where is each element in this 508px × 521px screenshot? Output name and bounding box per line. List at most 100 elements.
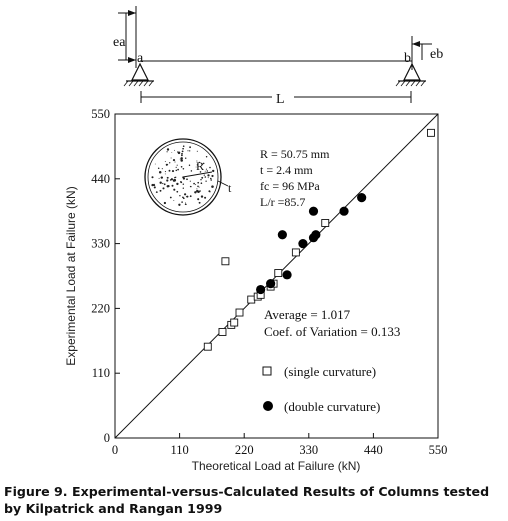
- legend: (single curvature) (double curvature): [262, 364, 380, 414]
- speckle: [171, 170, 175, 173]
- single-curvature-point: [427, 128, 435, 137]
- span-label: L: [276, 92, 285, 107]
- speckle: [212, 169, 215, 173]
- speckle: [158, 171, 162, 174]
- speckle: [194, 191, 197, 194]
- speckle: [167, 163, 169, 165]
- cross-section-inset: R t R = 50.75 mm t = 2.4 mm fc = 96 MPa …: [144, 138, 330, 216]
- speckle: [180, 165, 183, 168]
- speckle: [157, 167, 160, 170]
- speckle: [154, 163, 156, 165]
- speckle: [198, 161, 201, 164]
- support-b-icon: [403, 62, 421, 81]
- speckle: [186, 178, 188, 181]
- single-curvature-point: [230, 318, 239, 327]
- speckle: [166, 148, 170, 151]
- x-tick-label: 330: [299, 443, 318, 457]
- y-tick-label: 440: [91, 172, 110, 186]
- support-a-icon: [131, 62, 149, 81]
- speckle: [159, 181, 162, 184]
- double-curvature-point: [339, 206, 349, 216]
- speckle: [179, 195, 181, 197]
- speckle: [176, 164, 178, 166]
- single-curvature-point: [203, 342, 212, 351]
- speckle: [189, 180, 191, 182]
- speckle: [188, 164, 191, 166]
- speckle: [200, 178, 202, 181]
- double-curvature-point: [277, 230, 287, 240]
- single-curvature-point: [321, 219, 330, 227]
- speckle: [202, 162, 205, 165]
- section-inner-circle: [147, 141, 219, 213]
- speckle: [201, 176, 204, 179]
- speckle: [187, 150, 189, 152]
- legend-double-label: (double curvature): [284, 399, 380, 414]
- speckle: [204, 196, 207, 199]
- speckle: [197, 198, 200, 201]
- speckle: [163, 201, 167, 205]
- speckle: [164, 173, 166, 175]
- y-tick-label: 220: [91, 301, 110, 315]
- beam-schematic: ea a b eb L: [113, 6, 443, 107]
- speckle: [185, 203, 187, 206]
- double-curvature-point: [311, 230, 321, 240]
- thickness-leader: [217, 180, 229, 187]
- section-outer-circle: [144, 138, 222, 216]
- speckle: [173, 188, 176, 191]
- span-label-bg: [272, 88, 294, 106]
- speckle: [189, 146, 191, 149]
- speckle: [169, 196, 172, 199]
- speckle: [211, 174, 214, 178]
- param-radius: R = 50.75 mm: [260, 147, 330, 161]
- speckle: [179, 158, 181, 160]
- speckle: [158, 177, 160, 179]
- eb-arrowhead-top: [412, 41, 420, 47]
- double-curvature-point: [282, 270, 292, 280]
- speckle: [193, 182, 195, 185]
- end-a-label: a: [137, 51, 144, 66]
- stats-block: Average = 1.017 Coef. of Variation = 0.1…: [264, 307, 400, 339]
- double-curvature-point: [266, 279, 276, 289]
- speckle: [203, 174, 205, 176]
- ea-label: ea: [113, 35, 126, 50]
- stat-average: Average = 1.017: [264, 307, 351, 322]
- x-tick-label: 440: [364, 443, 383, 457]
- speckle: [211, 185, 214, 188]
- speckle: [174, 176, 176, 179]
- param-thickness: t = 2.4 mm: [260, 163, 313, 177]
- y-tick-label: 330: [91, 237, 110, 251]
- speckle: [177, 151, 181, 155]
- param-fc: fc = 96 MPa: [260, 179, 320, 193]
- speckle: [151, 183, 154, 187]
- speckle: [196, 164, 198, 166]
- speckle: [206, 170, 208, 172]
- y-tick-label: 550: [91, 107, 110, 121]
- speckle: [176, 182, 179, 186]
- speckle: [173, 178, 177, 182]
- speckle: [171, 152, 173, 153]
- data-marks: [203, 128, 435, 351]
- figure-caption: Figure 9. Experimental-versus-Calculated…: [4, 484, 490, 516]
- single-curvature-point: [235, 308, 244, 317]
- speckle: [201, 163, 204, 165]
- support-b-hatch-icon: [395, 80, 426, 87]
- speckle: [182, 167, 185, 170]
- legend-single-label: (single curvature): [284, 364, 376, 379]
- speckle: [160, 176, 163, 179]
- speckle: [184, 202, 187, 204]
- x-tick-label: 550: [429, 443, 448, 457]
- speckle: [199, 171, 202, 173]
- radius-label: R: [196, 159, 204, 173]
- speckle: [166, 151, 168, 153]
- speckle: [181, 150, 184, 153]
- single-curvature-point: [218, 328, 227, 336]
- speckle: [199, 190, 201, 192]
- speckle: [155, 191, 158, 194]
- speckle: [166, 185, 169, 188]
- speckle: [182, 147, 184, 150]
- speckle: [175, 169, 178, 172]
- single-curvature-point: [274, 269, 283, 278]
- speckle: [198, 201, 201, 204]
